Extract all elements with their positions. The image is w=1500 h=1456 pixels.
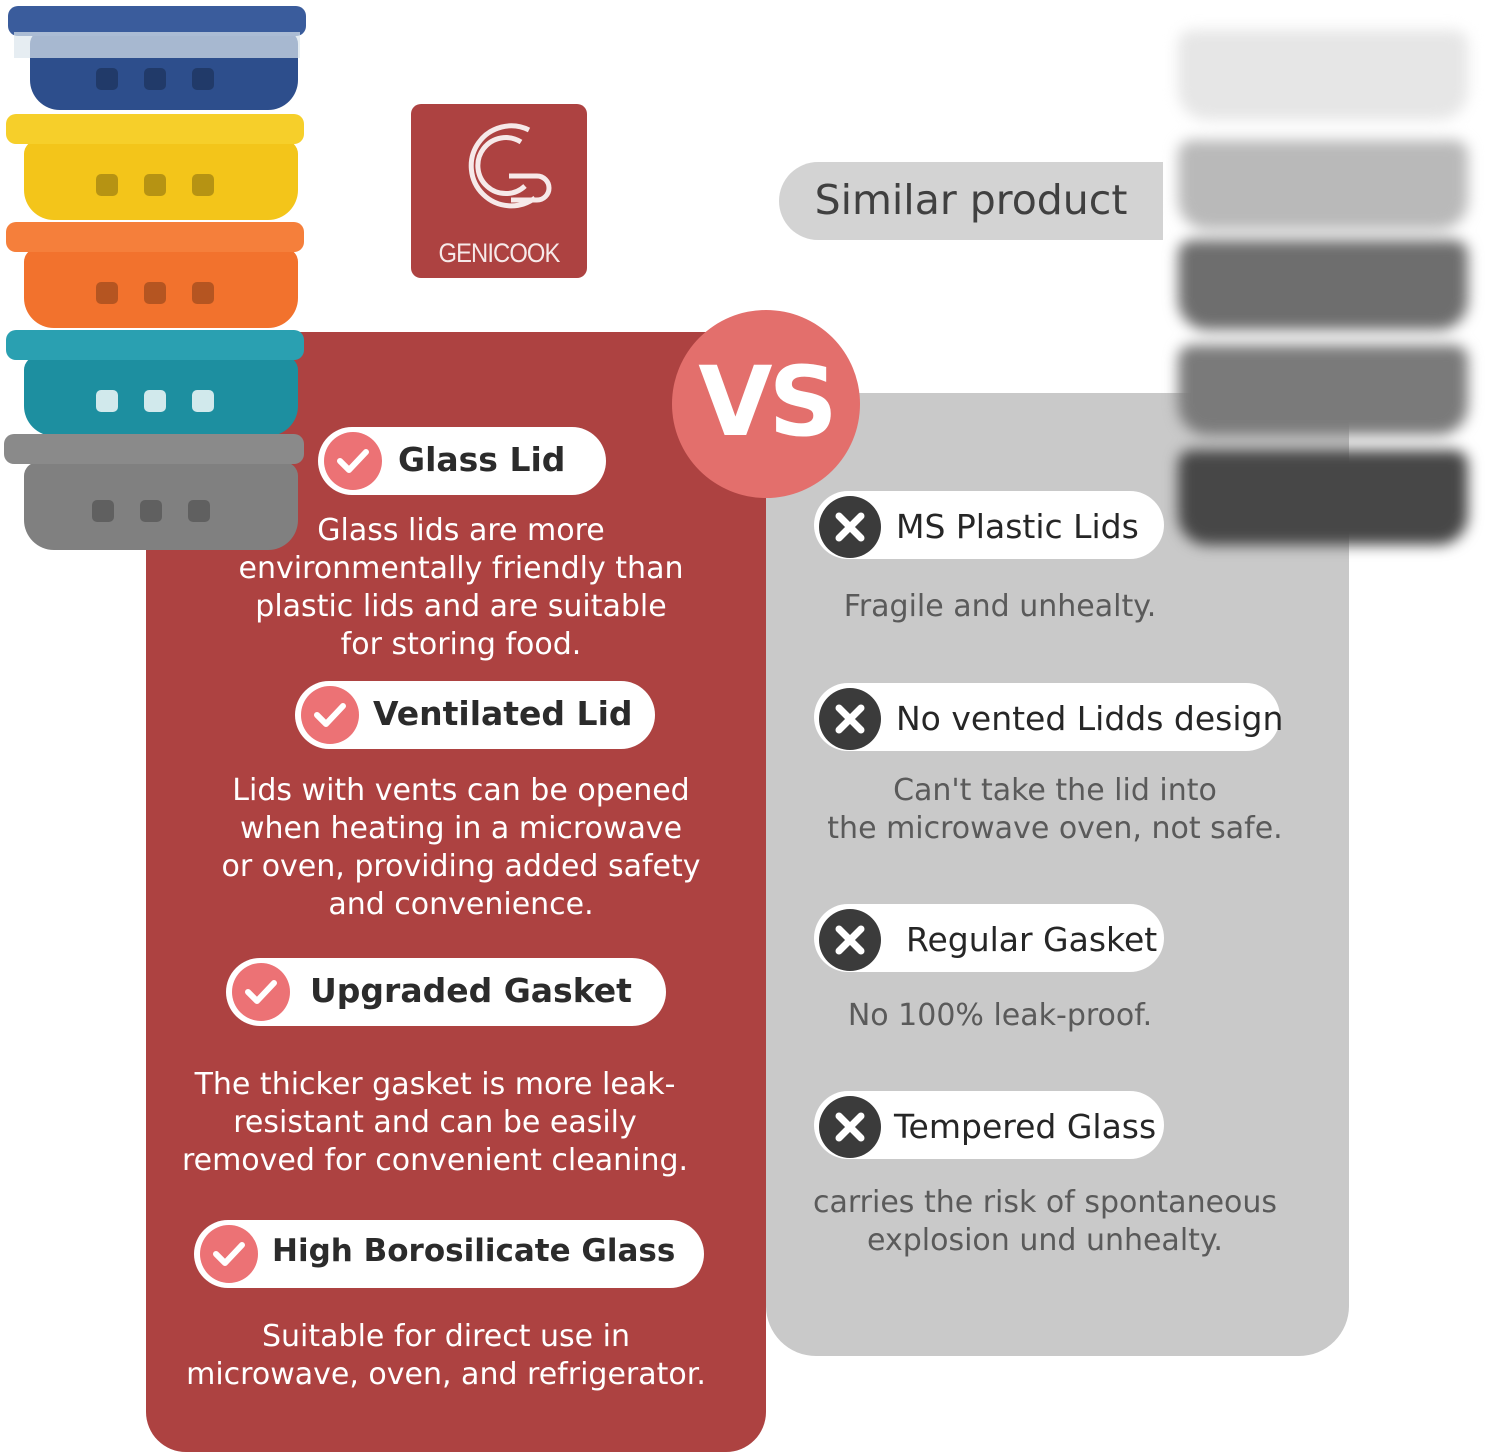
cross-icon (819, 496, 881, 558)
container-stack-image (0, 0, 310, 560)
similar-product-text: Similar product (814, 176, 1128, 224)
check-icon (324, 432, 382, 490)
feature-title: Glass Lid (398, 440, 566, 479)
feature-description: Suitable for direct use in microwave, ov… (186, 1319, 706, 1392)
drawback-pill-regular-gasket: Regular Gasket (814, 904, 1164, 972)
similar-product-image (1170, 20, 1480, 550)
drawback-title: Tempered Glass (894, 1107, 1157, 1146)
lid-gray (4, 434, 304, 464)
vs-text: VS (698, 346, 837, 458)
feature-title: High Borosilicate Glass (272, 1233, 676, 1269)
vs-badge: VS (672, 310, 860, 498)
lid-yellow (6, 114, 304, 144)
check-icon (232, 963, 290, 1021)
drawback-pill-no-vented-lid: No vented Lidds design (814, 683, 1284, 751)
drawback-pill-plastic-lids: MS Plastic Lids (814, 491, 1164, 559)
genicook-logo: GENICOOK (411, 104, 587, 278)
feature-pill-glass-lid: Glass Lid (318, 427, 606, 495)
drawback-description: carries the risk of spontaneous explosio… (812, 1185, 1278, 1258)
drawback-description: No 100% leak-proof. (847, 998, 1153, 1033)
drawback-pill-tempered-glass: Tempered Glass (814, 1091, 1164, 1159)
similar-product-label: Similar product (779, 162, 1163, 240)
drawback-title: No vented Lidds design (896, 699, 1284, 738)
feature-pill-ventilated-lid: Ventilated Lid (295, 681, 655, 749)
lid-teal (6, 330, 304, 360)
check-icon (200, 1225, 258, 1283)
lid-navy (8, 6, 306, 36)
feature-pill-upgraded-gasket: Upgraded Gasket (226, 958, 666, 1026)
g-logo-icon (468, 123, 552, 209)
drawback-description: Can't take the lid into the microwave ov… (827, 773, 1283, 846)
container-orange (24, 248, 298, 328)
cross-icon (819, 909, 881, 971)
lid-orange (6, 222, 304, 252)
drawback-title: Regular Gasket (906, 920, 1158, 959)
check-icon (301, 686, 359, 744)
feature-description: Lids with vents can be opened when heati… (221, 773, 701, 922)
feature-description: Glass lids are more environmentally frie… (238, 513, 684, 662)
feature-pill-borosilicate-glass: High Borosilicate Glass (194, 1220, 704, 1288)
logo-text: GENICOOK (438, 238, 560, 268)
drawback-description: Fragile and unhealty. (843, 589, 1157, 624)
drawback-title: MS Plastic Lids (896, 507, 1139, 546)
feature-description: The thicker gasket is more leak- resista… (181, 1067, 689, 1178)
feature-title: Ventilated Lid (373, 694, 633, 733)
container-gray (24, 462, 298, 550)
cross-icon (819, 688, 881, 750)
cross-icon (819, 1096, 881, 1158)
container-yellow (24, 140, 298, 220)
feature-title: Upgraded Gasket (310, 971, 632, 1010)
